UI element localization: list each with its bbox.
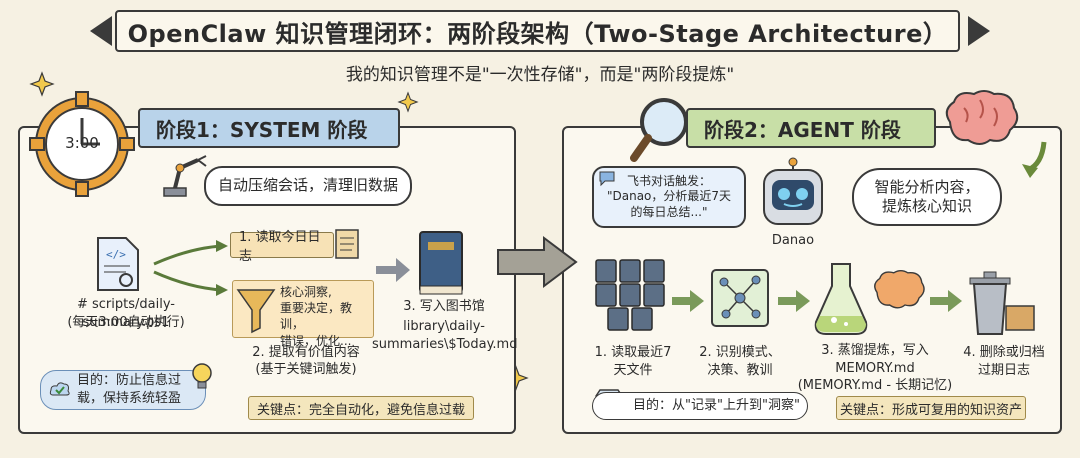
flow-arrow-icon <box>672 290 704 312</box>
page-subtitle: 我的知识管理不是"一次性存储"，而是"两阶段提炼" <box>345 65 735 85</box>
flow-arrows <box>153 240 228 296</box>
clock-icon <box>29 91 135 197</box>
brain-icon <box>874 270 925 309</box>
title-left-arrow-icon <box>90 16 112 46</box>
stage1-goal: 目的：防止信息过 载，保持系统轻盈 <box>40 370 206 410</box>
star-icon <box>397 91 419 113</box>
title-right-arrow-icon <box>968 16 990 46</box>
flow-arrow-icon <box>930 290 962 312</box>
flask-icon <box>814 263 868 335</box>
page-title: OpenClaw 知识管理闭环：两阶段架构（Two-Stage Architec… <box>115 10 960 52</box>
stage1-step2-sub: (基于关键词触发) <box>255 362 357 377</box>
flow-arrow-icon <box>376 258 410 282</box>
stage1-goal-text: 目的：防止信息过 载，保持系统轻盈 <box>77 373 182 406</box>
robot-name: Danao <box>771 233 815 248</box>
stage1-step3-path: library\daily- summaries\$Today.md <box>372 319 518 352</box>
stage1-robot-bubble: 自动压缩会话，清理旧数据 <box>204 166 412 206</box>
stage1-step3-title: 3. 写入图书馆 <box>403 299 485 314</box>
stage2-banner: 阶段2：AGENT 阶段 <box>686 108 936 148</box>
stage-transition-arrow-icon <box>497 236 578 288</box>
stage1-keypoint: 关键点：完全自动化，避免信息过载 <box>248 396 474 420</box>
stage2-step3: 3. 蒸馏提炼，写入 MEMORY.md (MEMORY.md - 长期记忆) <box>797 343 953 394</box>
svg-text:</>: </> <box>106 248 126 261</box>
script-schedule: (每天3:00自动执行) <box>67 315 185 330</box>
scroll-icon <box>335 229 359 259</box>
script-name: # scripts/daily-summary.ps1 <box>76 297 175 330</box>
star-icon <box>29 71 55 97</box>
stage1-filter-text: 核心洞察, 重要决定，教训， 错误，优化... <box>280 285 353 348</box>
check-cloud-icon <box>49 382 70 396</box>
lightbulb-icon <box>192 363 212 389</box>
magnifier-icon <box>630 98 688 162</box>
down-arrow-icon <box>1022 141 1047 178</box>
stage2-step1: 1. 读取最近7 天文件 <box>594 345 672 378</box>
stage1-step1: 1. 读取今日日志 <box>230 230 334 264</box>
stage2-chat-bubble: 飞书对话触发： "Danao，分析最近7天 的每日总结..." <box>592 166 746 228</box>
robot-arm-icon <box>163 155 207 197</box>
flow-arrow-icon <box>778 290 810 312</box>
stage1-banner: 阶段1：SYSTEM 阶段 <box>138 108 400 148</box>
funnel-icon <box>236 289 276 334</box>
network-icon <box>711 269 769 327</box>
stage2-goal: 目的：从"记录"上升到"洞察" <box>592 392 808 420</box>
trash-icon <box>969 271 1035 335</box>
stage2-step4: 4. 删除或归档 过期日志 <box>963 345 1045 378</box>
script-file-icon: </> <box>97 237 139 291</box>
stage1-step2-title: 2. 提取有价值内容 <box>252 345 360 360</box>
robot-face-icon <box>763 157 823 225</box>
stage2-think-text: 智能分析内容， 提炼核心知识 <box>874 177 980 216</box>
stage2-keypoint: 关键点：形成可复用的知识资产 <box>836 396 1026 420</box>
brain-icon <box>945 90 1019 145</box>
book-icon <box>419 231 463 295</box>
stage2-step2: 2. 识别模式、 决策、教训 <box>699 345 781 378</box>
clock-time-label: 3:00 <box>65 134 99 152</box>
chat-icon <box>599 171 615 187</box>
stage2-chat-text: 飞书对话触发： "Danao，分析最近7天 的每日总结..." <box>606 173 732 219</box>
stage2-think-bubble: 智能分析内容， 提炼核心知识 <box>852 168 1002 226</box>
books-stack-icon <box>595 259 665 331</box>
